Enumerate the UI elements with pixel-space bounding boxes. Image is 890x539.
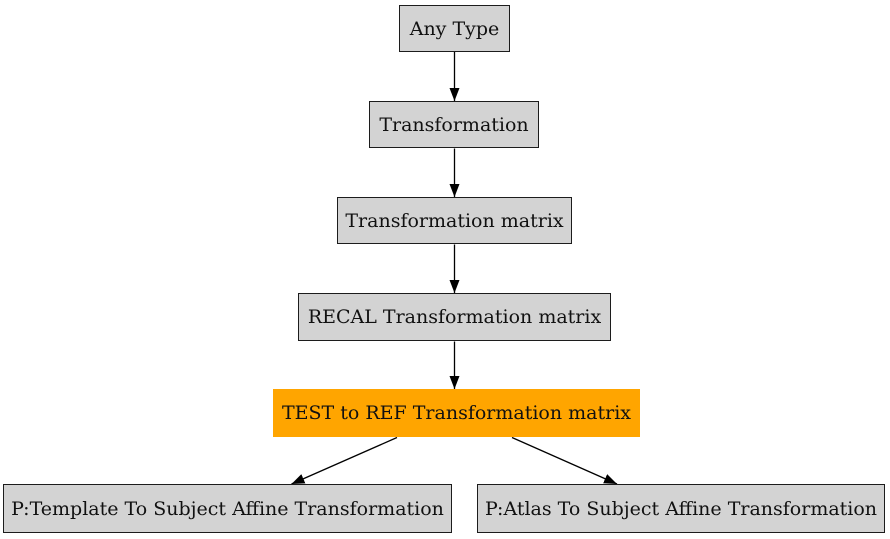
node-recal-transformation-matrix[interactable]: RECAL Transformation matrix: [298, 293, 611, 341]
node-label: P:Atlas To Subject Affine Transformation: [484, 497, 878, 520]
node-transformation-matrix[interactable]: Transformation matrix: [337, 197, 572, 244]
node-label: Any Type: [409, 17, 500, 40]
node-label: Transformation matrix: [345, 209, 564, 232]
node-label: TEST to REF Transformation matrix: [281, 402, 632, 424]
node-p-template-to-subject-affine-transformation[interactable]: P:Template To Subject Affine Transformat…: [3, 484, 452, 533]
edge-test-to-ref-to-p-template: [291, 436, 398, 485]
node-transformation[interactable]: Transformation: [369, 101, 539, 148]
node-label: RECAL Transformation matrix: [307, 306, 602, 328]
edge-test-to-ref-to-p-atlas: [511, 436, 618, 485]
node-any-type[interactable]: Any Type: [399, 5, 510, 52]
node-p-atlas-to-subject-affine-transformation[interactable]: P:Atlas To Subject Affine Transformation: [477, 484, 885, 533]
node-test-to-ref-transformation-matrix[interactable]: TEST to REF Transformation matrix: [273, 389, 640, 437]
node-label: P:Template To Subject Affine Transformat…: [11, 497, 444, 520]
node-label: Transformation: [379, 113, 529, 136]
